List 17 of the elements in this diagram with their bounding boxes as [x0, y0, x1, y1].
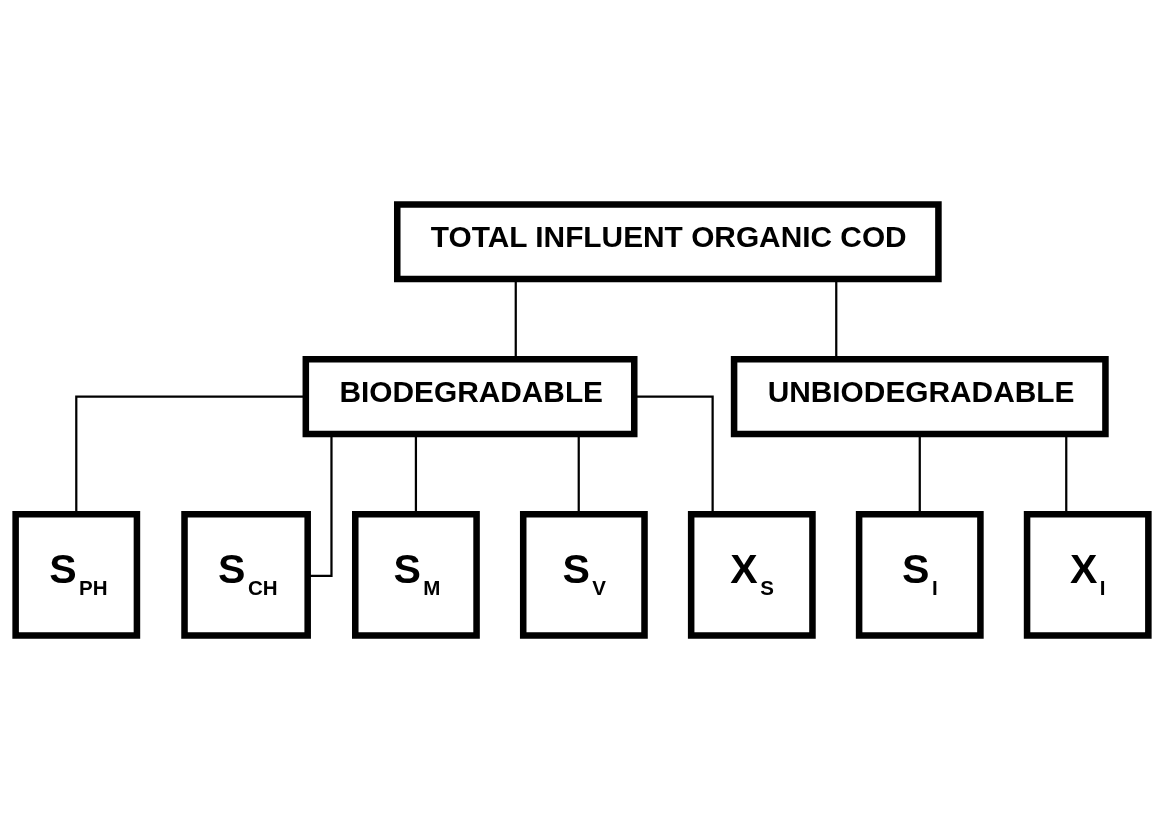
connector: [835, 279, 838, 359]
connector: [414, 434, 418, 514]
connector: [308, 434, 333, 577]
connector: [577, 434, 580, 514]
node-box: S$_{I}$: [855, 510, 984, 639]
connector: [1065, 434, 1068, 514]
node-box: S$_{PH}$: [12, 510, 141, 639]
node-box: UNBIODEGRADABLE: [730, 356, 1109, 438]
connector: [514, 279, 517, 359]
connector: [918, 434, 921, 514]
node-box: S$_{V}$: [519, 510, 648, 639]
node-box: S$_{M}$: [352, 510, 480, 639]
node-box: TOTAL INFLUENT ORGANIC COD: [394, 201, 942, 283]
node-box: X$_{I}$: [1023, 510, 1152, 639]
node-box: S$_{CH}$: [181, 510, 311, 639]
node-box: BIODEGRADABLE: [302, 356, 638, 438]
node-box: X$_{S}$: [687, 510, 816, 639]
